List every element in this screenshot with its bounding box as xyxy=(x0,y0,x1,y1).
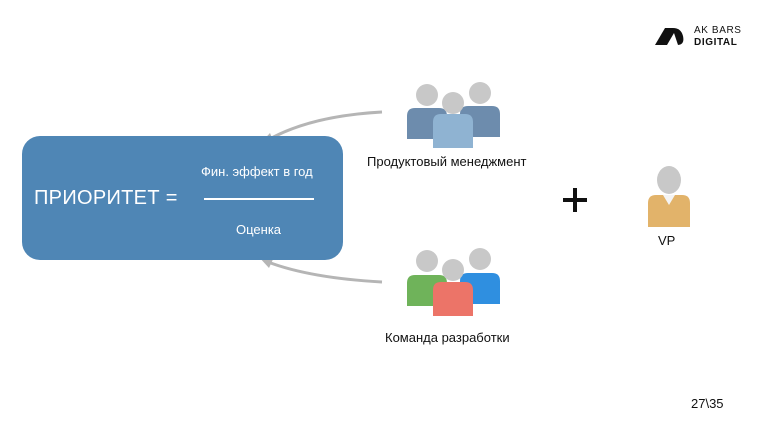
logo xyxy=(653,24,743,50)
product-management-group-icon xyxy=(407,82,500,148)
vp-label: VP xyxy=(658,233,676,248)
formula-numerator: Фин. эффект в год xyxy=(201,164,313,179)
logo-mark-icon xyxy=(655,28,684,45)
fraction-line xyxy=(204,198,314,200)
arrow-from-pm xyxy=(267,110,383,142)
logo-line-2: DIGITAL xyxy=(694,37,738,48)
vp-person-icon xyxy=(648,166,690,227)
arrow-from-dev xyxy=(267,260,383,284)
logo-text: AK BARS DIGITAL xyxy=(694,25,742,49)
formula-denominator: Оценка xyxy=(236,222,282,237)
dev-team-label: Команда разработки xyxy=(385,330,510,345)
dev-team-group-icon xyxy=(407,248,500,316)
plus-icon xyxy=(563,188,587,212)
priority-label: ПРИОРИТЕТ = xyxy=(34,187,178,209)
product-management-label: Продуктовый менеджмент xyxy=(367,154,527,169)
logo-line-1: AK BARS xyxy=(694,25,742,36)
page-number: 27\35 xyxy=(691,396,724,411)
